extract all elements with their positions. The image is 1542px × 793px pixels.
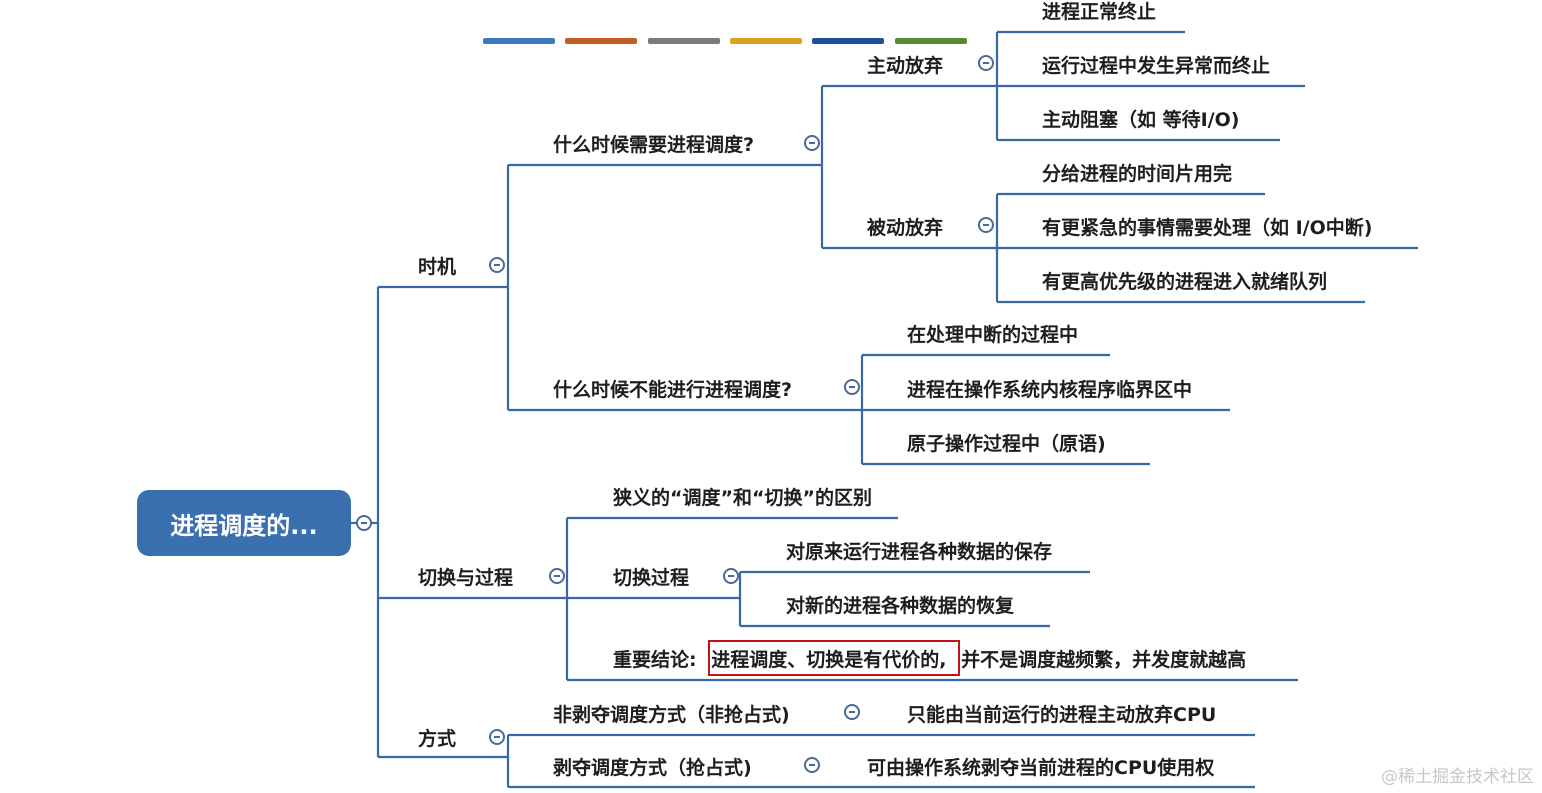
- conclusion-prefix: 重要结论:: [613, 649, 697, 671]
- leaf-active-3[interactable]: 主动阻塞（如 等待I/O): [1042, 109, 1240, 131]
- legend-bar-1: [483, 38, 555, 44]
- leaf-passive-2[interactable]: 有更紧急的事情需要处理（如 I/O中断): [1042, 217, 1373, 239]
- node-switch-process[interactable]: 切换过程: [613, 567, 690, 589]
- leaf-process-1[interactable]: 对原来运行进程各种数据的保存: [786, 541, 1053, 563]
- leaf-passive-1[interactable]: 分给进程的时间片用完: [1042, 163, 1233, 185]
- root-label: 进程调度的...: [170, 511, 318, 540]
- node-mode[interactable]: 方式: [418, 728, 457, 750]
- leaf-active-1[interactable]: 进程正常终止: [1042, 1, 1157, 23]
- node-passive-abandon[interactable]: 被动放弃: [867, 217, 944, 239]
- leaf-when-not-3[interactable]: 原子操作过程中（原语): [907, 433, 1106, 455]
- node-switching[interactable]: 切换与过程: [418, 567, 514, 589]
- collapse-icon-preemptive[interactable]: [804, 757, 820, 773]
- collapse-icon-passive[interactable]: [978, 217, 994, 233]
- collapse-icon-root[interactable]: [356, 515, 372, 531]
- legend-bar-4: [730, 38, 802, 44]
- node-active-abandon[interactable]: 主动放弃: [867, 55, 944, 77]
- node-preemptive[interactable]: 剥夺调度方式（抢占式): [553, 757, 752, 779]
- leaf-preemptive-desc[interactable]: 可由操作系统剥夺当前进程的CPU使用权: [867, 757, 1215, 779]
- collapse-icon-timing[interactable]: [489, 257, 505, 273]
- legend-bar-5: [812, 38, 884, 44]
- collapse-icon-switch-process[interactable]: [723, 568, 739, 584]
- node-nonpreemptive[interactable]: 非剥夺调度方式（非抢占式): [553, 704, 790, 726]
- leaf-conclusion[interactable]: 重要结论: 进程调度、切换是有代价的, 并不是调度越频繁，并发度就越高: [613, 648, 1246, 672]
- legend-bar-3: [648, 38, 720, 44]
- leaf-when-not-2[interactable]: 进程在操作系统内核程序临界区中: [907, 379, 1193, 401]
- highlight-box: [708, 640, 960, 676]
- node-timing[interactable]: 时机: [418, 256, 457, 278]
- legend-bar-6: [895, 38, 967, 44]
- collapse-icon-active[interactable]: [978, 55, 994, 71]
- collapse-icon-when-needed[interactable]: [804, 135, 820, 151]
- leaf-difference[interactable]: 狭义的“调度”和“切换”的区别: [613, 487, 872, 509]
- collapse-icon-when-not[interactable]: [844, 379, 860, 395]
- leaf-process-2[interactable]: 对新的进程各种数据的恢复: [786, 595, 1015, 617]
- leaf-nonpreemptive-desc[interactable]: 只能由当前运行的进程主动放弃CPU: [907, 704, 1217, 726]
- watermark: @稀土掘金技术社区: [1381, 767, 1534, 787]
- conclusion-rest: 并不是调度越频繁，并发度就越高: [961, 649, 1247, 671]
- root-node[interactable]: 进程调度的...: [137, 490, 351, 556]
- collapse-icon-switching[interactable]: [549, 568, 565, 584]
- node-when-needed[interactable]: 什么时候需要进程调度?: [553, 134, 755, 156]
- conclusion-highlight: 进程调度、切换是有代价的,: [711, 649, 947, 671]
- node-when-not[interactable]: 什么时候不能进行进程调度?: [553, 379, 793, 401]
- collapse-icon-nonpreemptive[interactable]: [844, 704, 860, 720]
- collapse-icon-mode[interactable]: [489, 729, 505, 745]
- leaf-when-not-1[interactable]: 在处理中断的过程中: [907, 324, 1079, 346]
- leaf-passive-3[interactable]: 有更高优先级的进程进入就绪队列: [1042, 271, 1328, 293]
- leaf-active-2[interactable]: 运行过程中发生异常而终止: [1042, 55, 1271, 77]
- legend-bar-2: [565, 38, 637, 44]
